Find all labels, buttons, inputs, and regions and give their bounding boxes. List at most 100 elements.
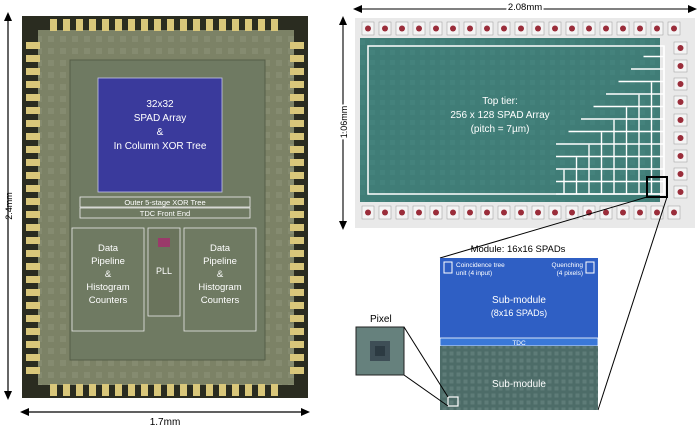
bond-ball [433, 209, 439, 216]
spad-block-line-3: & [157, 127, 164, 138]
bond-ball [450, 25, 456, 32]
left-chip-height-label: 2.4mm [4, 192, 14, 220]
bond-pad [290, 302, 304, 309]
bond-ball [603, 209, 609, 216]
left-pipeline-line-4: Histogram [86, 282, 129, 293]
bond-pad [76, 19, 83, 31]
bond-ball [677, 63, 684, 69]
right-pipeline-line-3: & [217, 269, 224, 280]
bond-pad [26, 328, 40, 335]
pixel-inset: Pixel [355, 314, 449, 407]
submodule-bottom-label: Sub-module [492, 379, 546, 390]
bond-pad [26, 341, 40, 348]
bond-ball [518, 209, 524, 216]
pixel-marker [447, 396, 459, 407]
bond-pad [154, 384, 161, 396]
left-pipeline-line-3: & [105, 269, 112, 280]
bond-ball [535, 25, 541, 32]
bond-ball [484, 25, 490, 32]
bond-ball [603, 25, 609, 32]
pll-core [158, 238, 170, 247]
bond-pad [128, 384, 135, 396]
pixel-zoom-line-bottom [403, 374, 449, 407]
bond-ball [677, 81, 684, 87]
spad-block-line-1: 32x32 [146, 99, 174, 110]
bond-ball [677, 153, 684, 159]
right-pipeline-line-2: Pipeline [203, 256, 237, 267]
bond-pad [290, 237, 304, 244]
pixel-core-inner [375, 346, 385, 356]
left-pipeline-line-2: Pipeline [91, 256, 125, 267]
bond-pad [26, 315, 40, 322]
coincidence-label-1: Coincidence tree [456, 262, 505, 269]
bond-ball [518, 25, 524, 32]
right-pipeline-box [183, 227, 257, 332]
quenching-label-2: (4 pixels) [557, 270, 583, 277]
bond-pad [290, 133, 304, 140]
bond-pad [290, 263, 304, 270]
module-detail: Module: 16x16 SPADs Coincidence tree uni… [439, 244, 599, 410]
quenching-label-1: Quenching [552, 262, 584, 269]
bond-pad [219, 384, 226, 396]
bond-pad [128, 19, 135, 31]
bond-pad [290, 107, 304, 114]
bond-pad [290, 172, 304, 179]
bond-pad [26, 289, 40, 296]
bond-pad [26, 172, 40, 179]
bond-pad [180, 384, 187, 396]
bond-ball [552, 209, 558, 216]
bond-pad [290, 211, 304, 218]
bond-pad [245, 384, 252, 396]
bond-pad [26, 107, 40, 114]
bond-pad [290, 276, 304, 283]
bond-pad [290, 315, 304, 322]
bond-pad [102, 19, 109, 31]
bond-pad [290, 198, 304, 205]
bond-pad [26, 302, 40, 309]
top-tier-height-dimension: 1.06mm [337, 16, 351, 230]
bond-ball [677, 135, 684, 141]
bond-ball [586, 25, 592, 32]
zoom-line-right [597, 196, 668, 411]
bond-ball [433, 25, 439, 32]
bond-ball [467, 25, 473, 32]
bond-pad [76, 384, 83, 396]
bond-pad [245, 19, 252, 31]
submodule-top [440, 258, 598, 338]
bond-pad [26, 55, 40, 62]
xor-tree-label: Outer 5-stage XOR Tree [124, 198, 205, 207]
bond-pad [50, 19, 57, 31]
bond-pad [26, 354, 40, 361]
bond-pad [102, 384, 109, 396]
top-tier-chip: Top tier: 256 x 128 SPAD Array (pitch = … [355, 18, 695, 228]
bond-pad [89, 19, 96, 31]
left-pipeline-line-1: Data [98, 243, 119, 254]
bond-pad [115, 384, 122, 396]
coincidence-label-2: unit (4 input) [456, 270, 492, 277]
bond-pad [141, 384, 148, 396]
bond-ball [654, 209, 660, 216]
bond-pad [290, 55, 304, 62]
submodule-label-2: (8x16 SPADs) [491, 308, 547, 318]
bond-ball [416, 25, 422, 32]
top-tier-title-1: Top tier: [482, 96, 518, 107]
bond-ball [677, 45, 684, 51]
bond-pad [258, 19, 265, 31]
bond-ball [654, 25, 660, 32]
bond-pad [89, 384, 96, 396]
bond-pad [26, 250, 40, 257]
zoom-square [646, 176, 668, 198]
pixel-label: Pixel [370, 314, 392, 325]
bond-ball [671, 209, 677, 216]
bond-ball [637, 209, 643, 216]
bond-pad [115, 19, 122, 31]
right-pipeline-line-1: Data [210, 243, 231, 254]
bond-ball [450, 209, 456, 216]
bond-pad [63, 19, 70, 31]
top-tier-width-label: 2.08mm [508, 2, 542, 13]
left-chip-width-label: 1.7mm [150, 417, 181, 428]
bond-ball [671, 25, 677, 32]
tdc-strip-label: TDC [512, 340, 526, 347]
bond-pad [26, 42, 40, 49]
